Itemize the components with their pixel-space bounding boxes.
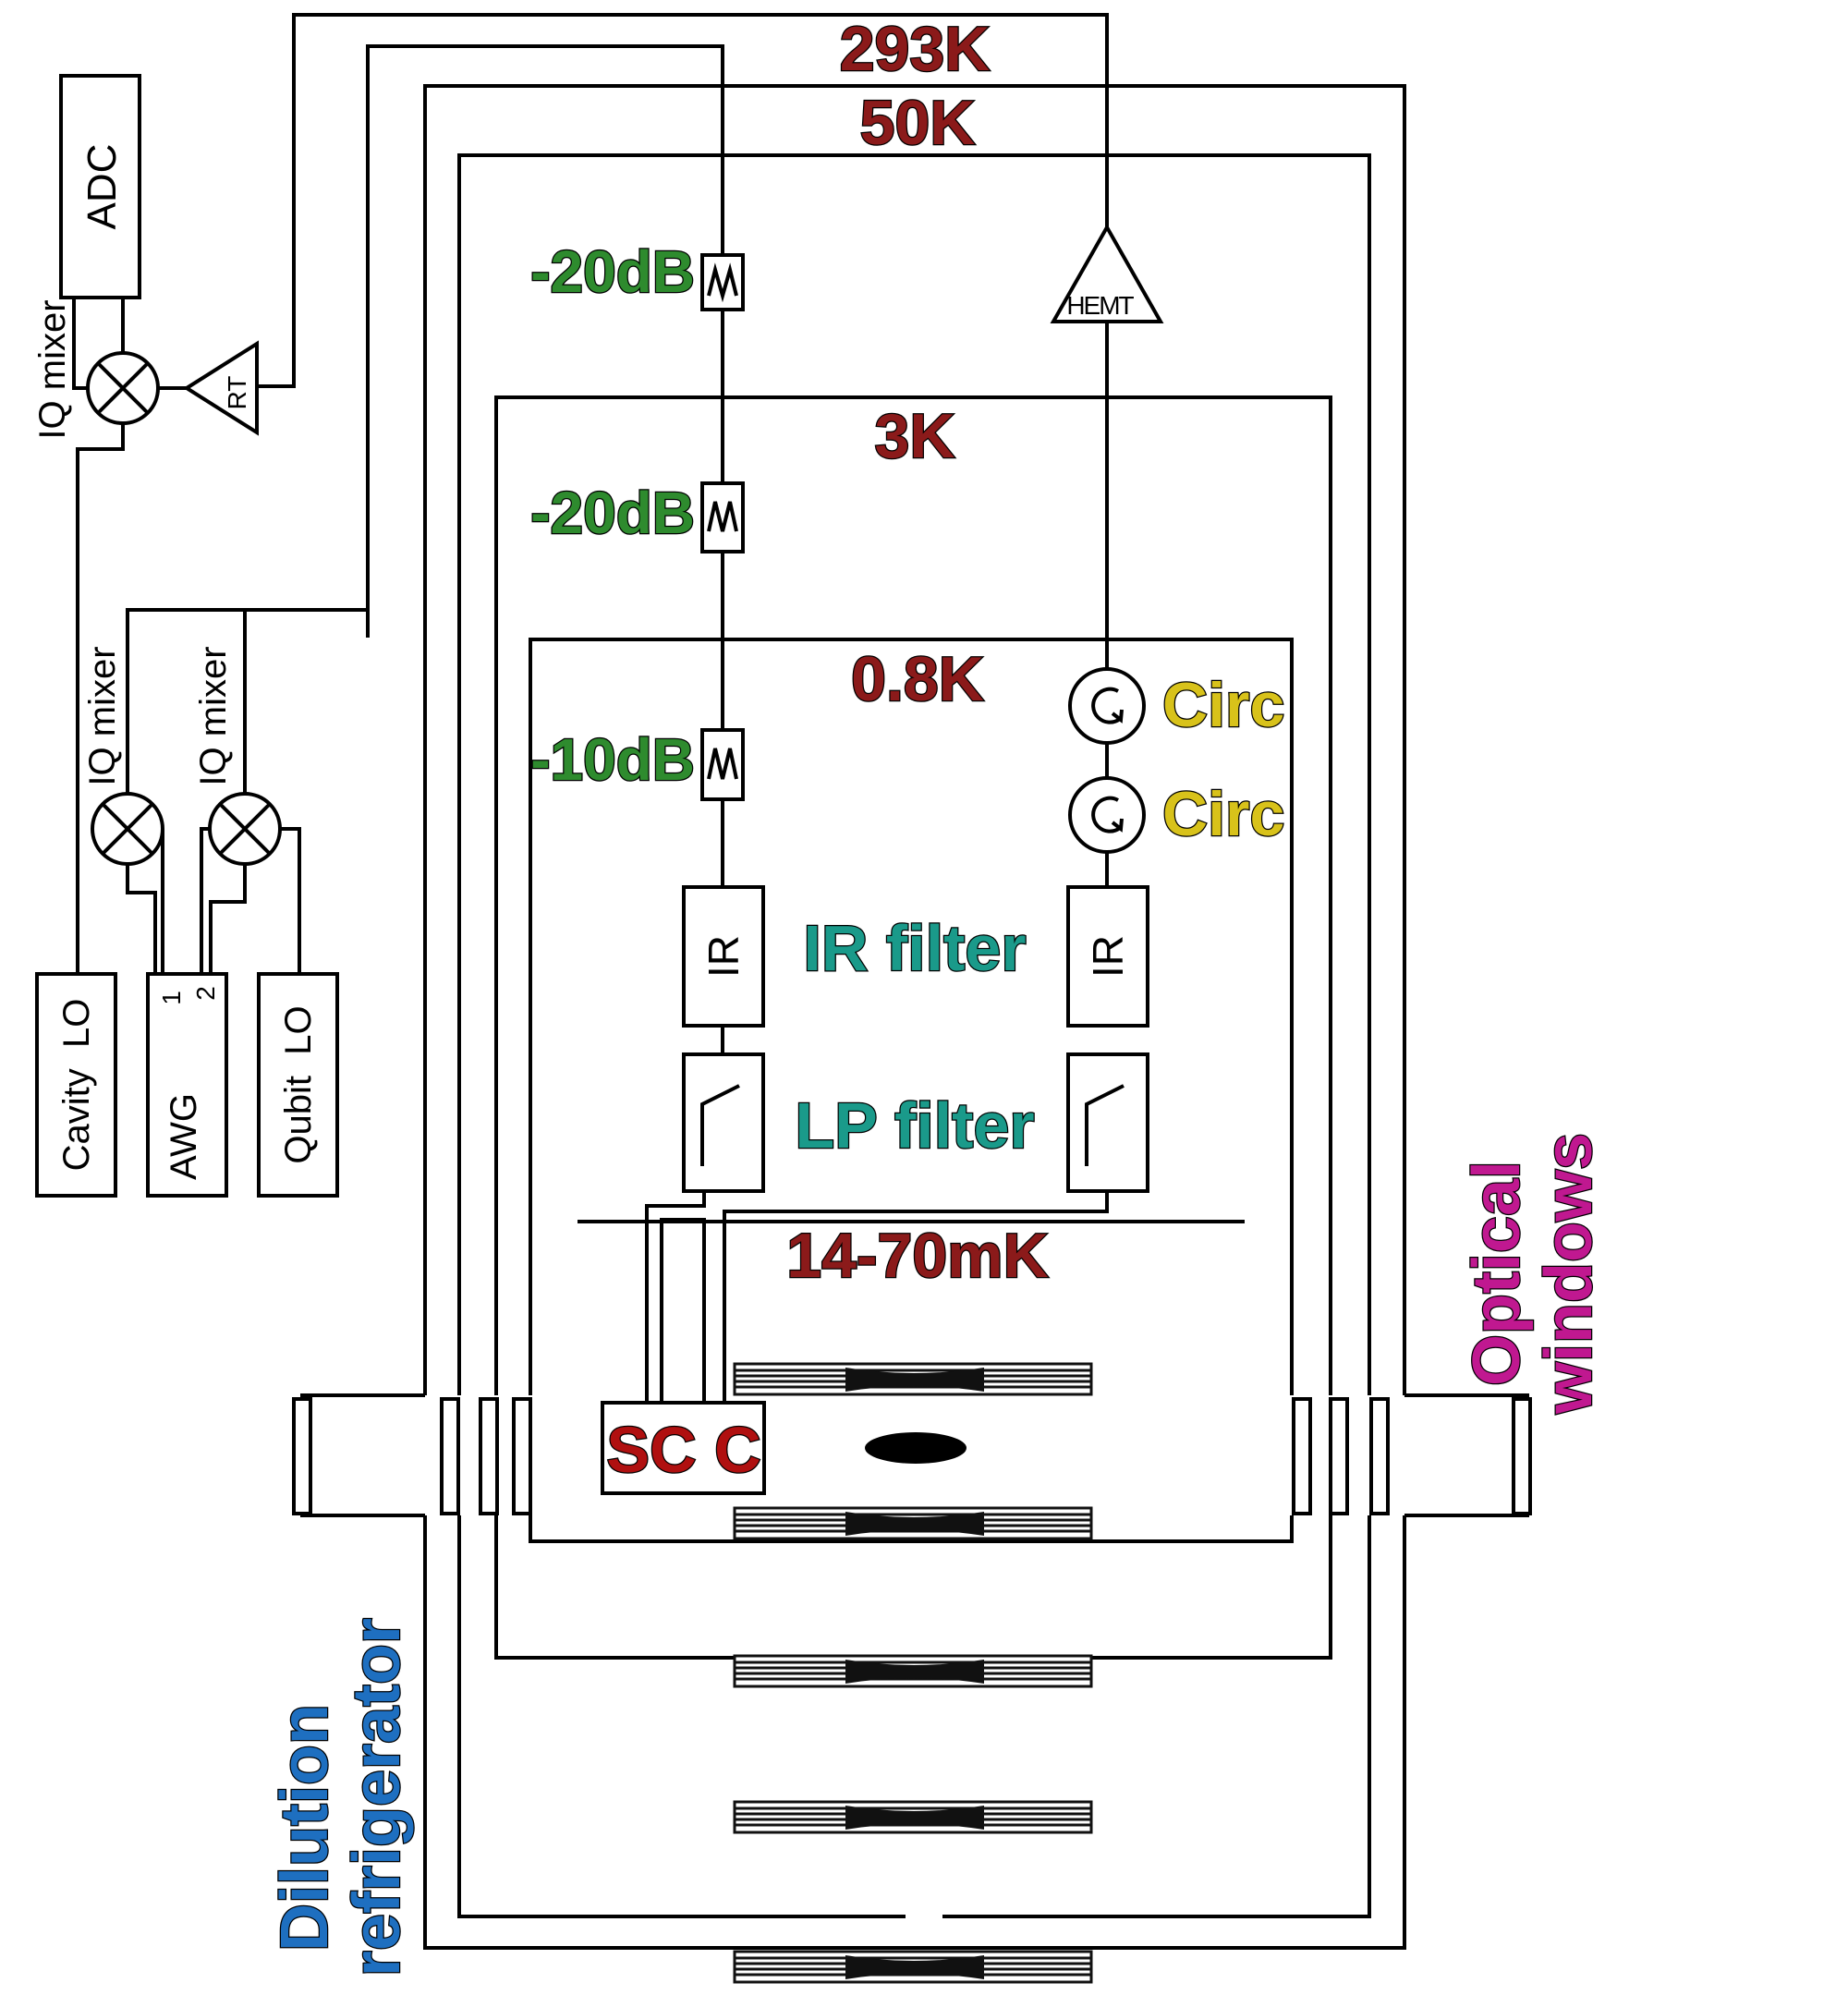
attenuator-3-label: -10dB — [530, 726, 695, 793]
optical-windows-label-line1: Optical — [1460, 1161, 1534, 1386]
cavity-lo-label: Cavity LO — [56, 999, 97, 1172]
dilution-refrigerator-label-line1: Dilution — [268, 1704, 342, 1952]
awg-port-2-label: 2 — [191, 986, 220, 1001]
output-line-top — [257, 13, 1109, 388]
awg-box — [146, 972, 228, 1198]
temp-mixing-chamber: 14-70mK — [786, 1221, 1049, 1291]
cavity-lo-box — [35, 972, 117, 1198]
optical-windows-left — [292, 1393, 532, 1517]
temp-50k: 50K — [860, 88, 976, 158]
sample-return-line — [660, 1218, 706, 1403]
rt-label: RT — [223, 376, 251, 410]
shield-293k — [423, 84, 1406, 1950]
qubit-mixer-to-awg2b — [209, 864, 247, 974]
readout-line-to-sample — [723, 1191, 1109, 1403]
temp-0.8k: 0.8K — [851, 644, 984, 714]
attenuator-2-label: -20dB — [530, 480, 695, 546]
ir-filter-box-right — [1066, 885, 1149, 1028]
qubit-lo-line — [280, 827, 301, 974]
adc-label: ADC — [79, 144, 125, 230]
drive-line-to-sample — [645, 1191, 706, 1403]
lp-filter-label: LP filter — [795, 1089, 1034, 1162]
iq-mixer-readout-label: IQ mixer — [32, 299, 73, 439]
awg-label: AWG — [164, 1093, 204, 1180]
optical-windows-right — [1292, 1393, 1532, 1517]
qubit-lo-label: Qubit LO — [278, 1005, 319, 1163]
iq-mixer-cavity — [91, 792, 164, 866]
readout-mixer-lo-line — [76, 423, 125, 974]
shield-50k — [457, 153, 1371, 1918]
iq-mixer-cavity-label: IQ mixer — [82, 646, 123, 785]
temp-3k: 3K — [875, 401, 955, 471]
adc-to-mixer-i — [72, 298, 88, 390]
circulator-2-label: Circ — [1162, 779, 1284, 849]
cavity-mixer-rf-line — [126, 608, 370, 794]
iq-mixer-readout — [86, 351, 160, 425]
plate-stack-4 — [733, 1800, 1093, 1834]
sample-label: SC C — [606, 1414, 760, 1486]
temp-293k: 293K — [840, 14, 991, 84]
ir-filter-label: IR filter — [803, 912, 1026, 984]
ir-filter-box-left-label: IR — [699, 935, 748, 978]
rt-amplifier — [183, 340, 259, 436]
optical-windows-label-line2: windows — [1532, 1133, 1606, 1415]
ir-filter-box-left — [682, 885, 765, 1028]
iq-mixer-qubit — [208, 792, 282, 866]
cavity-mixer-to-awg1b — [126, 864, 157, 974]
input-line-top — [366, 44, 724, 638]
hemt-label: HEMT — [1066, 291, 1134, 320]
awg-port-1-label: 1 — [157, 991, 186, 1005]
hemt-amplifier — [1050, 223, 1164, 323]
plate-stack-2 — [733, 1506, 1093, 1540]
attenuator-1 — [700, 253, 745, 311]
attenuator-2 — [700, 481, 745, 553]
lp-filter-box-right — [1066, 1052, 1149, 1193]
adc-box — [59, 74, 141, 299]
attenuator-3 — [700, 728, 745, 801]
lp-filter-box-left — [682, 1052, 765, 1193]
dilution-refrigerator-label-line2: refrigerator — [340, 1618, 414, 1977]
plate-stack-3 — [733, 1654, 1093, 1688]
ir-filter-box-right-label: IR — [1084, 935, 1132, 978]
sample-disk — [865, 1432, 967, 1464]
circulator-2 — [1068, 776, 1146, 854]
plate-stack-5 — [733, 1950, 1093, 1984]
iq-mixer-qubit-label: IQ mixer — [193, 646, 234, 785]
circulator-1-label: Circ — [1162, 670, 1284, 740]
qubit-lo-box — [257, 972, 339, 1198]
plate-stack-1 — [733, 1362, 1093, 1396]
qubit-mixer-to-awg2 — [200, 827, 210, 974]
shield-0.8k — [529, 638, 1294, 1543]
circulator-1 — [1068, 667, 1146, 745]
attenuator-1-label: -20dB — [530, 238, 695, 305]
sample-box — [601, 1401, 766, 1495]
